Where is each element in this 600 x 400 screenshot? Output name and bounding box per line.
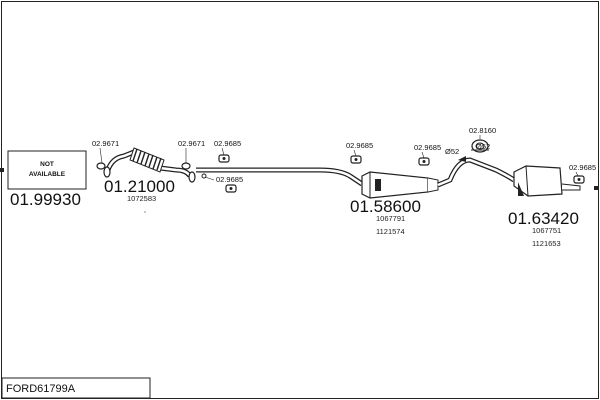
rear-silencer-oe-ref-2: 1121653 xyxy=(532,239,561,248)
front-pipe xyxy=(105,147,193,178)
rubber-mount-icon xyxy=(225,184,237,193)
rubber-mount-icon xyxy=(418,157,430,166)
rear-pipe xyxy=(437,157,516,188)
rear-silencer-oe-ref-1: 1067751 xyxy=(532,226,561,235)
fitting-label-8: 02.9685 xyxy=(569,163,596,172)
leader-line-8 xyxy=(575,171,579,177)
clamp-size-label: Ø52 xyxy=(445,147,459,156)
middle-silencer xyxy=(361,171,439,199)
rubber-mount-icon xyxy=(573,175,585,184)
pipe-clamp-icon xyxy=(458,156,466,162)
left-edge-marker xyxy=(0,168,4,172)
middle-silencer-number: 01.58600 xyxy=(350,197,421,216)
front-flange-left xyxy=(103,166,111,178)
leader-line-1 xyxy=(99,147,103,164)
rubber-mount-icon xyxy=(218,154,230,163)
rubber-mount-icon xyxy=(350,155,362,164)
clamp-ring-inner-label: Ø52 xyxy=(476,142,490,151)
leader-line-4 xyxy=(204,176,215,181)
fitting-label-4: 02.9685 xyxy=(216,175,243,184)
clamp-ring-icon xyxy=(471,139,489,153)
middle-pipe xyxy=(196,167,364,187)
leader-line-3 xyxy=(221,147,225,156)
stray-dot xyxy=(144,211,146,213)
rear-silencer xyxy=(513,165,581,197)
fitting-label-6: 02.9685 xyxy=(414,143,441,152)
front-pipe-number: 01.21000 xyxy=(104,177,175,196)
flex-pipe-section xyxy=(129,147,165,173)
middle-silencer-oe-ref-1: 1067791 xyxy=(376,214,405,223)
fitting-label-5: 02.9685 xyxy=(346,141,373,150)
gasket-icon xyxy=(181,162,191,170)
front-part-number: 01.99930 xyxy=(10,190,81,209)
diagram-code-box xyxy=(1,377,151,399)
not-available-line1: NOT xyxy=(40,161,54,168)
not-available-line2: AVAILABLE xyxy=(29,171,66,178)
diagram-code: FORD61799A xyxy=(6,383,76,395)
rear-silencer-number: 01.63420 xyxy=(508,209,579,228)
fitting-label-3: 02.9685 xyxy=(214,139,241,148)
not-available-box xyxy=(7,150,87,190)
clamp-bolt-icon xyxy=(201,173,207,179)
front-pipe-oe-ref: 1072583 xyxy=(127,194,156,203)
fitting-label-1: 02.9671 xyxy=(92,139,119,148)
middle-silencer-oe-ref-2: 1121574 xyxy=(376,227,405,236)
leader-line-5 xyxy=(353,149,357,157)
leader-line-6 xyxy=(421,151,425,159)
gasket-icon xyxy=(96,162,106,170)
fitting-label-2: 02.9671 xyxy=(178,139,205,148)
fitting-label-7: 02.8160 xyxy=(469,126,496,135)
right-edge-marker xyxy=(594,186,598,190)
front-flange-right xyxy=(188,171,196,183)
